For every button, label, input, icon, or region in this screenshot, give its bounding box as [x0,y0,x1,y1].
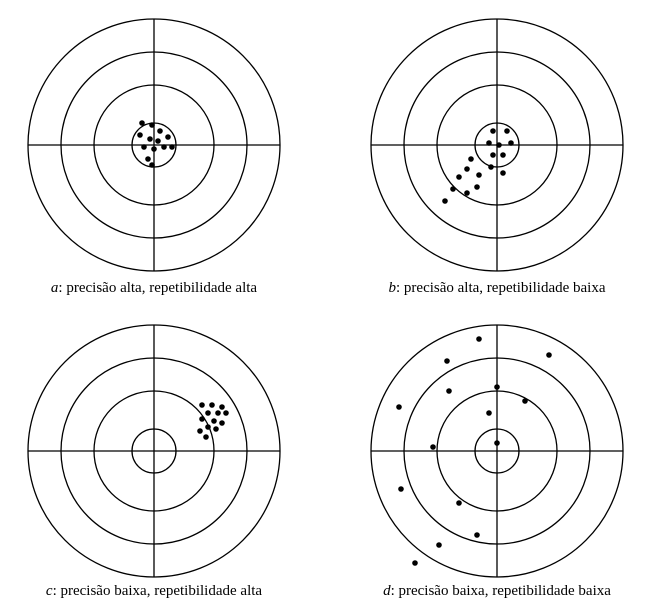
hit-dot [155,138,161,144]
hit-dot [157,128,163,134]
hit-dot [149,162,155,168]
hit-dot [199,402,205,408]
caption-a: a: precisão alta, repetibilidade alta [4,280,304,297]
hit-dot [504,128,510,134]
hit-dot [219,420,225,426]
hit-dot [151,146,157,152]
hit-dot [209,402,215,408]
hit-dot [450,186,456,192]
hit-dot [169,144,175,150]
hit-dot [476,172,482,178]
hit-dot [165,134,171,140]
hit-dot [468,156,474,162]
hit-dot [141,144,147,150]
hit-dot [546,352,552,358]
hit-dot [508,140,514,146]
hit-dot [494,440,500,446]
hit-dot [444,358,450,364]
target-a [27,18,281,272]
hit-dot [219,404,225,410]
caption-letter: a [50,280,59,296]
hit-dot [486,140,492,146]
caption-letter: d [383,583,391,599]
caption-b: b: precisão alta, repetibilidade baixa [347,280,647,297]
hit-dot [474,184,480,190]
hit-dot [496,142,502,148]
hit-dot [412,560,418,566]
hit-dot [442,198,448,204]
hit-dot [464,190,470,196]
hit-dot [500,152,506,158]
hit-dot [474,532,480,538]
caption-text: : precisão alta, repetibilidade alta [58,280,258,296]
hit-dot [215,410,221,416]
caption-letter: c [45,583,53,599]
hit-dot [205,424,211,430]
hit-dot [205,410,211,416]
hit-dot [149,122,155,128]
caption-letter: b [388,280,397,296]
hit-dot [147,136,153,142]
target-b [370,18,624,272]
hit-dot [446,388,452,394]
hit-dot [490,152,496,158]
caption-d: d: precisão baixa, repetibilidade baixa [347,583,647,600]
hit-dot [203,434,209,440]
hit-dot [161,144,167,150]
hit-dot [476,336,482,342]
hit-dot [486,410,492,416]
hit-dot [223,410,229,416]
caption-c: c: precisão baixa, repetibilidade alta [4,583,304,600]
hit-dot [145,156,151,162]
hit-dot [396,404,402,410]
caption-text: : precisão baixa, repetibilidade alta [52,583,263,599]
hit-dot [500,170,506,176]
hit-dot [199,416,205,422]
hit-dot [139,120,145,126]
target-c [27,324,281,578]
hit-dot [456,500,462,506]
caption-text: : precisão baixa, repetibilidade baixa [390,583,611,599]
target-d [370,324,624,578]
hit-dot [398,486,404,492]
hit-dot [430,444,436,450]
hit-dot [488,164,494,170]
hit-dot [494,384,500,390]
hit-dot [456,174,462,180]
hit-dot [436,542,442,548]
hit-dot [522,398,528,404]
hit-dot [490,128,496,134]
hit-dot [464,166,470,172]
caption-text: : precisão alta, repetibilidade baixa [396,280,606,296]
hit-dot [213,426,219,432]
hit-dot [197,428,203,434]
hit-dot [137,132,143,138]
hit-dot [211,418,217,424]
